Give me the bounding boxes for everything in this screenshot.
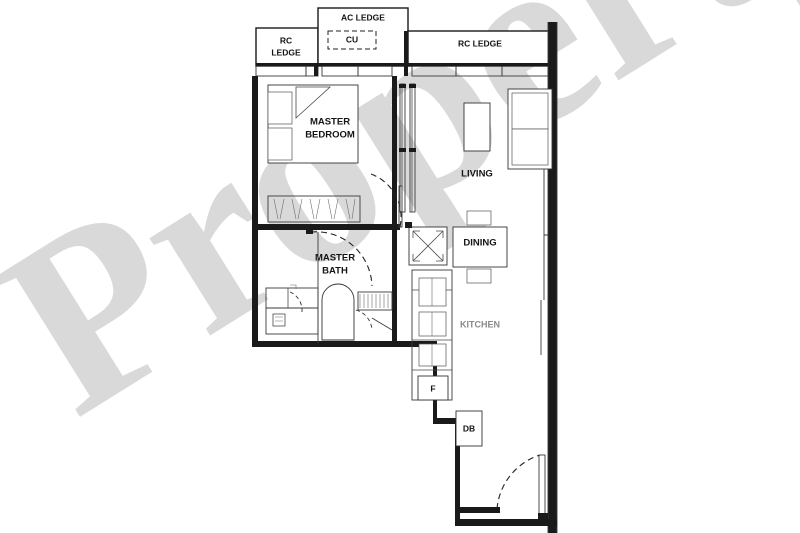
cu-label: CU <box>346 34 358 44</box>
service-yard-cross <box>412 230 444 262</box>
wardrobe <box>267 195 361 223</box>
fridge-label: F <box>430 383 435 393</box>
rc-ledge-left-label-line2: LEDGE <box>271 47 301 57</box>
db-box <box>455 410 483 447</box>
sink <box>418 277 447 307</box>
rc-ledge-right-label: RC LEDGE <box>458 38 502 48</box>
sliding-doors-group <box>399 83 416 213</box>
sliding-door-stop-1 <box>399 84 406 88</box>
wc-enclosure <box>265 307 319 335</box>
bathroom-door-stop <box>306 228 313 234</box>
bath-screen-swing <box>355 309 373 331</box>
watermark-text: Property <box>0 0 800 467</box>
sliding-door-stop-3 <box>399 148 406 152</box>
entrance-door-leaf <box>538 454 546 518</box>
pillow-1 <box>267 91 293 125</box>
sliding-door-stop-2 <box>409 84 416 88</box>
bathroom-door-swing <box>310 231 373 287</box>
dining-group: DINING <box>452 210 508 284</box>
service-yard-corners <box>412 230 444 262</box>
master-bath-label-line1: MASTER <box>315 253 355 264</box>
bath-glass-screen <box>357 291 393 311</box>
bath-screen-hatch <box>359 294 389 308</box>
living-label: LIVING <box>461 169 493 180</box>
kitchen-group: F KITCHEN <box>411 269 500 401</box>
master-bath-group: MASTER BATH <box>265 228 393 343</box>
wall-bottom <box>455 519 557 526</box>
wardrobe-hangers <box>273 198 356 220</box>
rc-ledge-left-box <box>255 27 319 67</box>
base-cabinet <box>418 343 447 367</box>
master-bath-label-line2: BATH <box>322 266 348 277</box>
window-head-band <box>256 63 548 66</box>
hob <box>418 311 447 337</box>
entrance-group <box>460 454 548 519</box>
wall-foyer-top <box>433 418 460 424</box>
living-group: LIVING <box>461 88 553 180</box>
entrance-threshold <box>460 507 500 513</box>
kitchen-label: KITCHEN <box>460 319 500 329</box>
exterior-wall-left <box>252 76 258 345</box>
shower <box>321 283 355 341</box>
entrance-door-jamb <box>538 513 548 519</box>
side-table <box>463 102 491 152</box>
db-label: DB <box>463 423 475 433</box>
service-door-stop <box>405 222 412 228</box>
rc-ledge-left-label-line1: RC <box>280 35 292 45</box>
sliding-door-stop-4 <box>409 148 416 152</box>
dining-chair-top <box>466 210 492 226</box>
top-ledges-group: RC LEDGE AC LEDGE CU RC LEDGE <box>255 7 553 67</box>
rc-ledge-right-box <box>407 30 553 67</box>
basin-tap <box>290 284 297 289</box>
wall-notch-b <box>540 235 545 355</box>
master-bedroom-group: MASTER BEDROOM <box>267 84 403 228</box>
sofa-cushion-1 <box>511 92 549 130</box>
wc-swing <box>289 291 303 313</box>
wc-detail <box>275 316 283 322</box>
service-yard-group <box>405 222 448 266</box>
ac-ledge-box <box>317 7 409 67</box>
pillow-2 <box>267 127 293 161</box>
entrance-door-swing <box>496 454 541 510</box>
fridge <box>417 375 449 401</box>
dining-table <box>452 226 508 268</box>
wall-bedroom-bottom <box>256 224 400 230</box>
dining-label: DINING <box>463 238 496 249</box>
wall-pier-small <box>314 66 318 76</box>
master-bedroom-label-line2: BEDROOM <box>305 130 355 141</box>
wall-bath-bottom <box>252 341 437 347</box>
sofa-cushion-2 <box>511 128 549 166</box>
ac-ledge-label: AC LEDGE <box>341 12 385 22</box>
wall-between-ledges <box>404 31 408 76</box>
cu-dashed-box <box>327 30 377 50</box>
watermark: Property <box>0 0 800 467</box>
bath-screen-leaf <box>371 317 393 331</box>
wall-bath-kitchen <box>392 230 397 345</box>
dining-chair-bottom <box>466 268 492 284</box>
wall-bedroom-living <box>392 76 397 226</box>
bed-duvet-fold <box>295 86 332 119</box>
master-bedroom-label-line1: MASTER <box>310 117 350 128</box>
db-group: DB <box>455 410 483 447</box>
wc-bowl <box>272 313 286 327</box>
bedroom-door-swing <box>370 173 402 228</box>
